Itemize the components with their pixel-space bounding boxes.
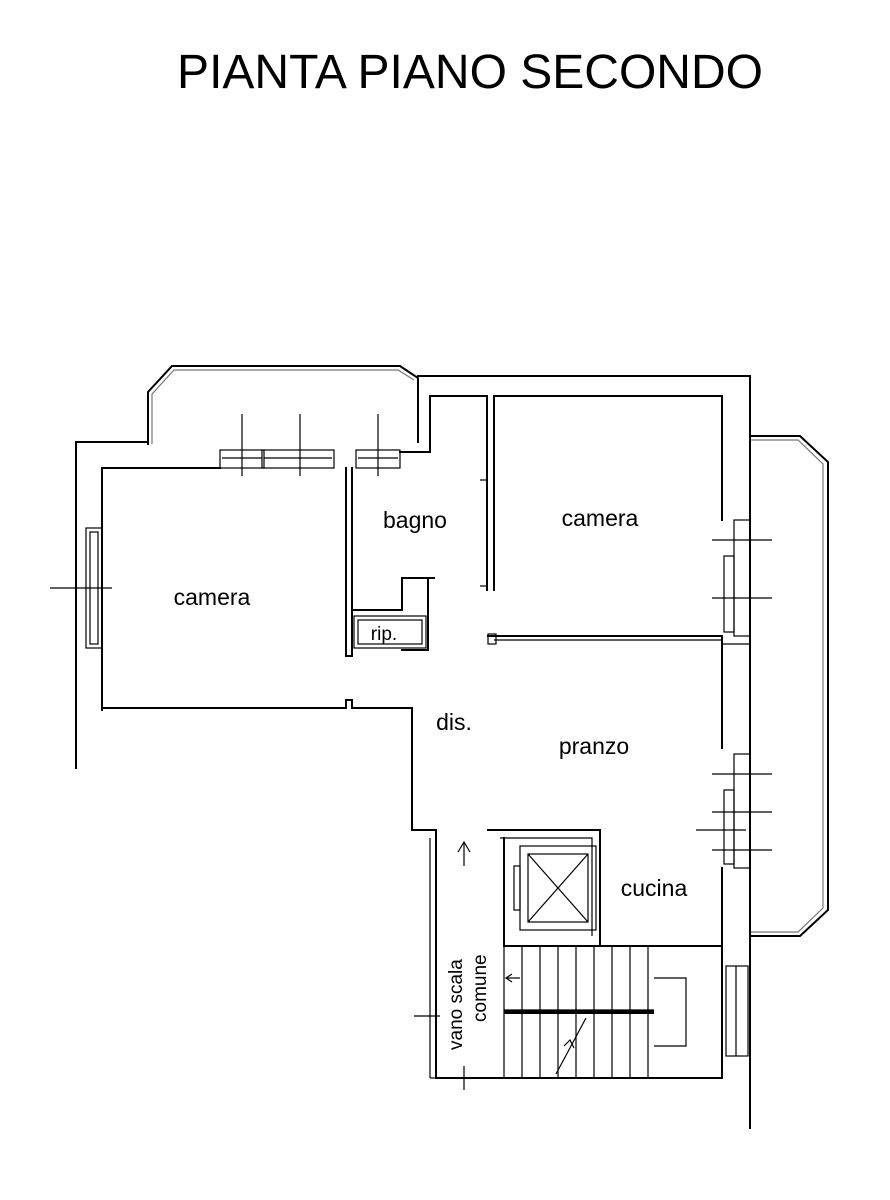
- right-windows: [696, 519, 772, 869]
- room-label-bagno: bagno: [383, 507, 447, 533]
- left-window: [50, 527, 112, 649]
- right-balcony: [749, 435, 829, 937]
- room-label-rip: rip.: [371, 624, 397, 645]
- interior-walls: [345, 467, 750, 1079]
- room-label-comune: comune: [470, 954, 491, 1022]
- top-balcony: [147, 365, 419, 445]
- common-stairs: [503, 945, 723, 1079]
- room-label-vano-scala: vano scala: [446, 959, 467, 1050]
- plan-title: PIANTA PIANO SECONDO: [177, 46, 763, 99]
- elevator-shaft: [503, 837, 601, 947]
- outer-walls: [75, 375, 751, 1129]
- room-label-camera-right: camera: [562, 505, 639, 531]
- lower-right-strip: [725, 965, 749, 1057]
- top-windows: [219, 414, 401, 476]
- room-label-cucina: cucina: [621, 875, 688, 901]
- room-label-pranzo: pranzo: [559, 733, 629, 759]
- stair-hall-marks: [414, 840, 471, 1090]
- room-label-dis: dis.: [436, 709, 472, 735]
- room-label-camera-left: camera: [174, 584, 251, 610]
